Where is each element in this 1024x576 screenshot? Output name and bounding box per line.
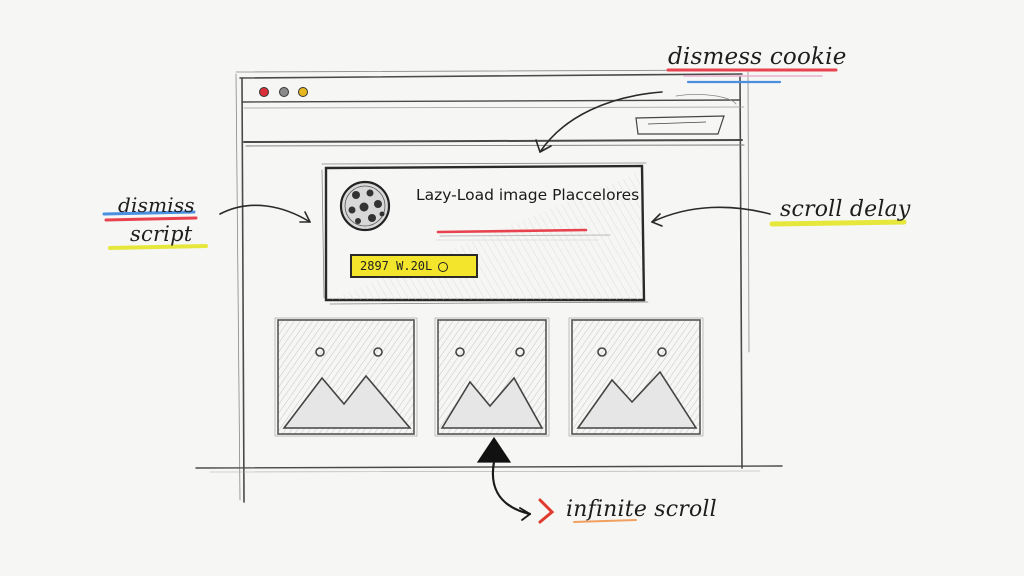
thumbnail-3 — [568, 317, 704, 437]
banner-title-underline — [435, 228, 611, 241]
annotation-dismiss: dismiss — [118, 193, 195, 217]
arrow-infinite-scroll-icon — [476, 436, 555, 524]
image-placeholder-icon — [440, 347, 544, 429]
annotation-infinite-scroll: infinite scroll — [566, 497, 717, 522]
window-controls — [259, 87, 308, 97]
address-bar-button-icon — [635, 115, 725, 135]
thumbnail-1 — [274, 317, 418, 437]
image-placeholder-icon — [576, 347, 698, 429]
thumbnail-2 — [434, 317, 550, 437]
banner-button-label: 2897 W.20L — [360, 259, 433, 273]
browser-window — [195, 69, 783, 503]
annotation-dismiss-cookie: dismess cookie — [668, 44, 847, 70]
button-circle-icon — [438, 261, 449, 272]
cookie-icon — [339, 180, 391, 232]
address-bar-button[interactable] — [636, 116, 724, 134]
close-dot-icon — [259, 87, 269, 97]
image-placeholder-icon — [282, 347, 412, 429]
arrow-cookie-icon — [535, 91, 737, 153]
minimize-dot-icon — [279, 87, 289, 97]
arrow-scroll-delay-icon — [651, 206, 771, 227]
arrow-dismiss-script-icon — [219, 204, 311, 223]
banner-title: Lazy-Load image Placcelores — [416, 186, 640, 204]
annotation-scroll-delay: scroll delay — [780, 197, 911, 222]
banner-accept-button[interactable]: 2897 W.20L — [350, 254, 478, 278]
annotation-script: script — [130, 222, 193, 246]
maximize-dot-icon — [298, 87, 308, 97]
annotation-highlights — [102, 68, 907, 523]
